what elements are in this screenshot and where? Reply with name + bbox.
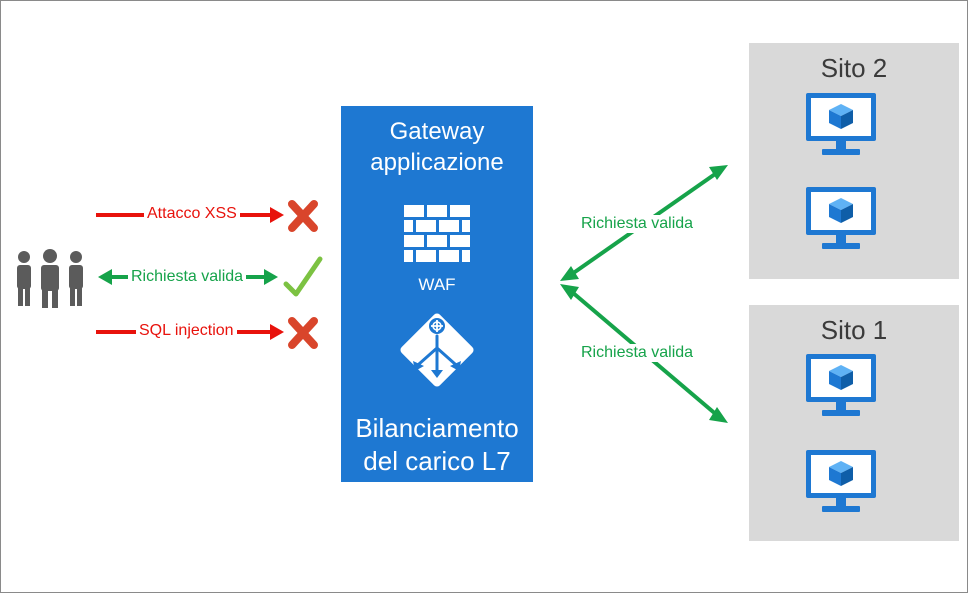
load-balancer-label: Bilanciamento del carico L7 <box>341 412 533 478</box>
users-icon <box>17 249 83 308</box>
site-1-label: Sito 1 <box>820 315 888 345</box>
vm-icon <box>806 93 876 155</box>
gateway-title-line1: Gateway <box>389 118 485 145</box>
vm-icon <box>806 354 876 416</box>
site-2-box <box>749 43 959 279</box>
cross-icon <box>288 317 318 349</box>
gateway-title: Gateway applicazione <box>341 116 533 178</box>
firewall-icon <box>404 205 470 262</box>
lb-label-line1: Bilanciamento <box>355 413 519 443</box>
backend-lower-label: Richiesta valida <box>578 344 697 362</box>
lb-label-line2: del carico L7 <box>363 446 511 476</box>
site-2-label: Sito 2 <box>820 53 888 83</box>
load-balancer-icon <box>400 313 474 387</box>
gateway-title-line2: applicazione <box>370 149 504 176</box>
request-arrows <box>96 200 323 349</box>
xss-arrowhead <box>270 207 284 223</box>
cross-icon <box>288 200 318 232</box>
sql-arrowhead <box>270 324 284 340</box>
vm-icon <box>806 187 876 249</box>
vm-icon <box>806 450 876 512</box>
valid-arrowhead-left <box>98 269 112 285</box>
site-1-box <box>749 305 959 541</box>
waf-label: WAF <box>418 275 456 294</box>
check-icon <box>283 256 323 297</box>
sql-injection-label: SQL injection <box>136 322 237 340</box>
xss-label: Attacco XSS <box>144 205 240 223</box>
valid-request-label: Richiesta valida <box>128 268 247 286</box>
valid-arrowhead-right <box>264 269 278 285</box>
application-gateway-box <box>341 106 533 482</box>
backend-arrows <box>560 165 728 423</box>
backend-upper-label: Richiesta valida <box>578 215 697 233</box>
